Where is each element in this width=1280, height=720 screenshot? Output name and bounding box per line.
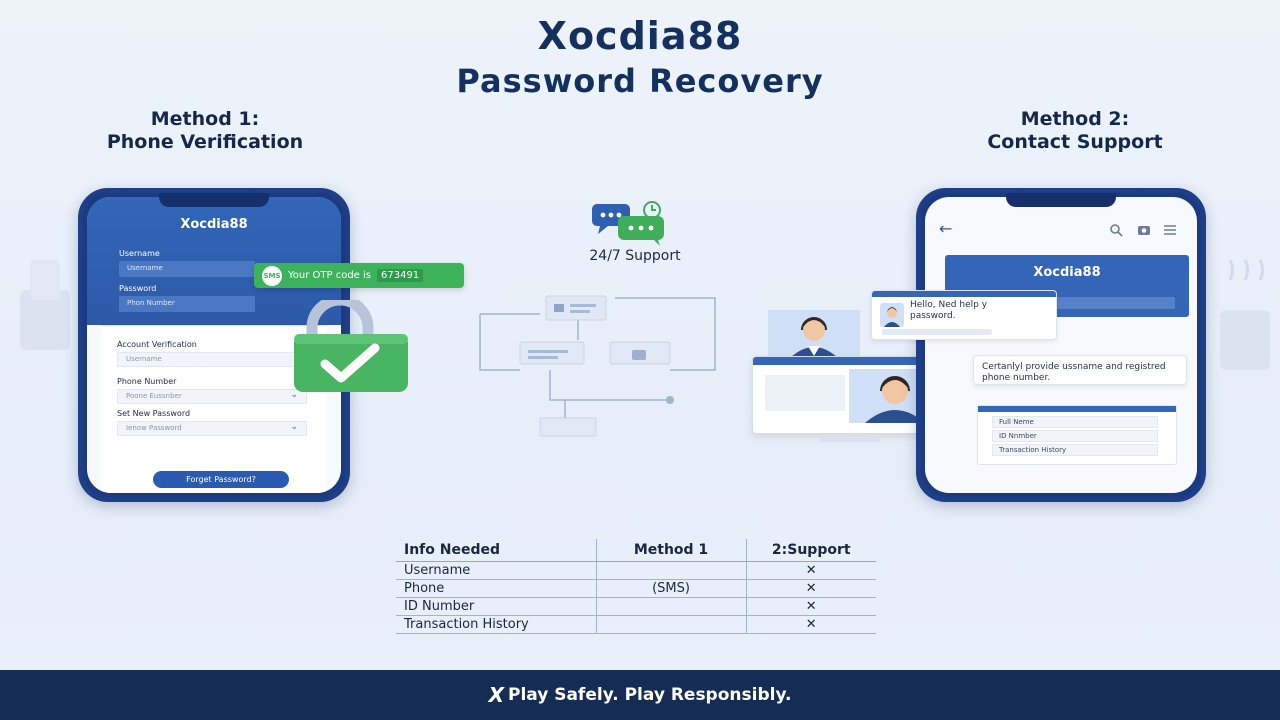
chat-bubbles-icon — [592, 201, 664, 246]
method1-heading-line1: Method 1: — [150, 108, 260, 130]
password-label: Password — [119, 284, 157, 293]
table-cell — [595, 597, 746, 616]
lock-check-icon — [294, 300, 408, 392]
phone-number-input[interactable]: Phon Number — [119, 296, 255, 312]
table-cell — [595, 615, 746, 634]
table-row: Transaction History ✕ — [396, 615, 876, 634]
headset-agent-avatar — [768, 310, 860, 358]
brand-logo-x-icon: X — [488, 683, 504, 707]
table-cell-mark: ✕ — [745, 615, 876, 634]
new-password-label: Set New Password — [117, 409, 191, 418]
table-row: Username ✕ — [396, 561, 876, 580]
table-cell — [595, 561, 746, 580]
info-comparison-table: Info Needed Method 1 2:Support Username … — [396, 539, 876, 634]
footer-tagline: Play Safely. Play Responsibly. — [507, 685, 792, 705]
otp-text: Your OTP code is — [288, 270, 371, 281]
menu-icon[interactable] — [1163, 225, 1177, 235]
account-verification-title: Account Verification — [117, 340, 197, 349]
phone1-header: Xocdia88 Username Username Password Phon… — [87, 197, 341, 325]
page-title: Xocdia88 — [537, 14, 743, 58]
new-password-placeholder: Ienow Password — [126, 424, 182, 432]
method2-heading-line2: Contact Support — [987, 131, 1163, 153]
column-header-method1: Method 1 — [595, 539, 746, 562]
background-decoration-right — [1220, 259, 1270, 370]
form-row-transaction-history[interactable]: Transaction History — [992, 444, 1158, 456]
column-header-info: Info Needed — [396, 539, 596, 562]
new-password-input[interactable]: Ienow Password ⌄ — [117, 421, 307, 436]
table-cell: (SMS) — [595, 579, 746, 598]
forget-password-button[interactable]: Forget Password? — [153, 471, 289, 488]
table-cell-mark: ✕ — [745, 597, 876, 616]
method1-heading: Method 1: Phone Verification — [60, 108, 350, 154]
verification-phone-placeholder: Poone Eussnber — [126, 392, 182, 400]
phone-notch — [1006, 193, 1116, 207]
user-avatar — [880, 303, 904, 327]
table-row: Phone (SMS) ✕ — [396, 579, 876, 598]
phone-number-label: Phone Number — [117, 377, 177, 386]
sms-badge: SMS — [262, 265, 282, 286]
contact-support-mockup: ← Xocdia88 Certanlyl provide ussname and… — [916, 188, 1206, 502]
username-label: Username — [119, 249, 160, 258]
user-chat-message: Hello, Ned help y password. — [871, 290, 1057, 340]
phone2-brand: Xocdia88 — [1033, 265, 1101, 280]
camera-icon[interactable] — [1137, 224, 1151, 236]
method1-heading-line2: Phone Verification — [106, 131, 304, 153]
username-input[interactable]: Username — [119, 261, 255, 277]
search-icon[interactable] — [1109, 223, 1123, 237]
column-header-support: 2:Support — [745, 539, 876, 562]
table-cell: Username — [396, 561, 596, 580]
table-header-row: Info Needed Method 1 2:Support — [396, 539, 876, 562]
table-cell: Phone — [396, 579, 596, 598]
agent-chat-message: Certanlyl provide ussname and registred … — [973, 355, 1187, 385]
method2-heading: Method 2: Contact Support — [930, 108, 1220, 154]
agent-video-small — [768, 310, 860, 358]
background-decoration-left — [20, 260, 70, 350]
method2-heading-line1: Method 2: — [1020, 108, 1130, 130]
form-row-full-name[interactable]: Full Neme — [992, 416, 1158, 428]
otp-sms-notification: SMS Your OTP code is 673491 — [254, 263, 464, 288]
table-row: ID Number ✕ — [396, 597, 876, 616]
info-request-form: Full Neme ID Nnmber Transaction History — [977, 405, 1177, 465]
support-label: 24/7 Support — [589, 248, 681, 264]
chevron-down-icon: ⌄ — [290, 422, 298, 432]
phone1-brand: Xocdia88 — [180, 217, 248, 232]
account-verification-card: Account Verification Username Phone Numb… — [101, 325, 327, 493]
back-arrow-icon[interactable]: ← — [939, 219, 953, 238]
page-subtitle: Password Recovery — [456, 62, 824, 100]
form-row-id-number[interactable]: ID Nnmber — [992, 430, 1158, 442]
otp-code: 673491 — [377, 269, 424, 282]
footer-banner: X Play Safely. Play Responsibly. — [0, 670, 1280, 720]
phone-notch — [159, 193, 269, 207]
table-cell-mark: ✕ — [745, 579, 876, 598]
monitor-stand — [820, 434, 880, 442]
user-chat-text: Hello, Ned help y password. — [910, 300, 988, 321]
verification-username-input[interactable]: Username — [117, 352, 307, 367]
table-cell: ID Number — [396, 597, 596, 616]
table-cell-mark: ✕ — [745, 561, 876, 580]
table-cell: Transaction History — [396, 615, 596, 634]
chevron-down-icon: ⌄ — [290, 390, 298, 400]
verification-phone-input[interactable]: Poone Eussnber ⌄ — [117, 389, 307, 404]
process-flow-diagram — [479, 295, 716, 437]
